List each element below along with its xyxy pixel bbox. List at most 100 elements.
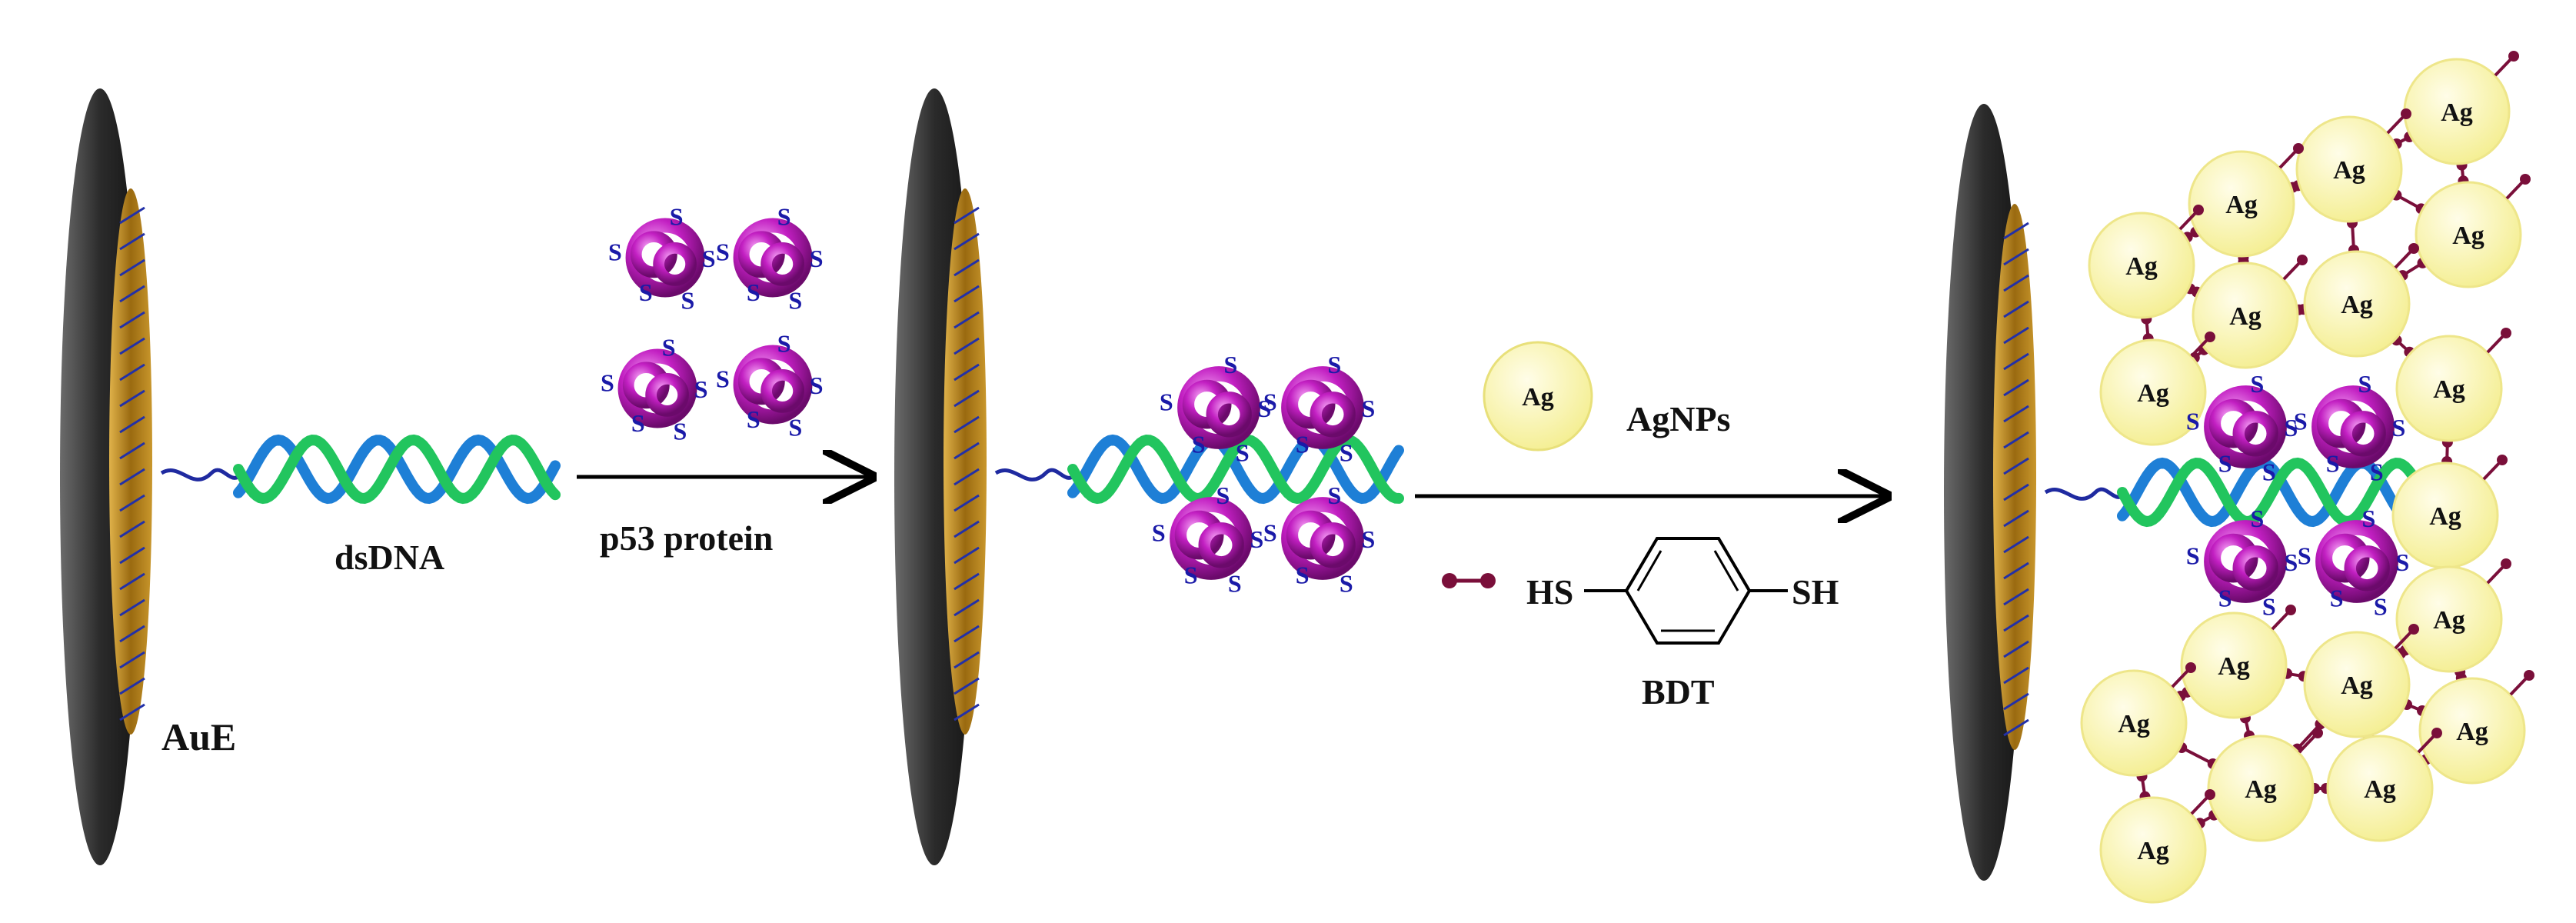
agnp-particle: Ag bbox=[2395, 558, 2511, 673]
thiol-s-label: S bbox=[1362, 395, 1376, 422]
thiol-s-label: S bbox=[2186, 407, 2200, 435]
agnp-ag-label: Ag bbox=[2137, 379, 2169, 408]
bdt-structure: HS SH bbox=[1526, 537, 1839, 645]
thiol-s-label: S bbox=[1340, 569, 1353, 597]
agnp-particle: Ag bbox=[2403, 51, 2519, 165]
thiol-s-label: S bbox=[639, 278, 653, 306]
dsdna-1 bbox=[160, 434, 561, 505]
agnp-particle: Ag bbox=[2180, 605, 2296, 719]
agnp-particle: Ag bbox=[2395, 328, 2511, 442]
thiol-s-label: S bbox=[1340, 438, 1353, 466]
protein-label: p53 protein bbox=[600, 518, 773, 558]
agnp-ag-label: Ag bbox=[2429, 502, 2461, 531]
thiol-s-label: S bbox=[1160, 388, 1173, 415]
thiol-s-label: S bbox=[789, 414, 803, 442]
thiol-s-label: S bbox=[1328, 481, 1342, 509]
thiol-s-label: S bbox=[747, 278, 760, 306]
thiol-s-label: S bbox=[2251, 370, 2265, 398]
dsdna-3 bbox=[2044, 457, 2435, 528]
thiol-s-label: S bbox=[1192, 430, 1206, 458]
agnp-ag-label: Ag bbox=[2218, 652, 2250, 681]
agnp-particle: Ag bbox=[2192, 255, 2308, 369]
thiol-s-label: S bbox=[1263, 518, 1277, 546]
electrode-3 bbox=[1944, 104, 2036, 881]
agnp-ag-label: Ag bbox=[2333, 156, 2365, 185]
thiol-s-label: S bbox=[2326, 449, 2340, 477]
electrode-2 bbox=[894, 88, 987, 865]
thiol-s-label: S bbox=[2294, 407, 2308, 435]
agnp-particle: Ag bbox=[2303, 624, 2419, 738]
agnp-ag-label: Ag bbox=[2125, 252, 2158, 281]
thiol-s-label: S bbox=[1250, 525, 1264, 553]
thiol-s-label: S bbox=[1184, 561, 1198, 588]
thiol-s-label: S bbox=[810, 372, 824, 399]
dsdna-label: dsDNA bbox=[334, 538, 444, 577]
thiol-s-label: S bbox=[2218, 449, 2232, 477]
agnp-ag-label: Ag bbox=[2433, 375, 2465, 404]
agnp-particle: Ag bbox=[2326, 728, 2442, 842]
thiol-s-label: S bbox=[1263, 388, 1277, 415]
thiol-s-label: S bbox=[694, 375, 708, 403]
thiol-s-label: S bbox=[702, 245, 716, 272]
agnp-particle: Ag bbox=[2303, 243, 2419, 358]
agnp-ag-label: Ag bbox=[2364, 775, 2396, 804]
thiol-s-label: S bbox=[1152, 518, 1166, 546]
agnp-ag-label: Ag bbox=[2118, 710, 2150, 738]
thiol-s-label: S bbox=[662, 334, 676, 362]
electrode-label: AuE bbox=[161, 715, 236, 758]
electrode-1 bbox=[60, 88, 152, 865]
thiol-s-label: S bbox=[1224, 351, 1238, 378]
thiol-s-label: S bbox=[716, 238, 730, 266]
thiol-s-label: S bbox=[777, 203, 791, 231]
agnp-particle: Ag bbox=[2099, 789, 2215, 904]
thiol-s-label: S bbox=[1296, 561, 1310, 588]
bdt-legend bbox=[1442, 573, 1496, 588]
thiol-s-label: S bbox=[2362, 505, 2376, 532]
thiol-s-label: S bbox=[716, 365, 730, 393]
thiol-s-label: S bbox=[2262, 592, 2276, 620]
agnps-label: AgNPs bbox=[1626, 399, 1730, 438]
thiol-s-label: S bbox=[2374, 592, 2388, 620]
thiol-s-label: S bbox=[2298, 541, 2311, 569]
agnp-ag-label: Ag bbox=[2341, 291, 2373, 319]
thiol-s-label: S bbox=[1296, 430, 1310, 458]
thiol-s-label: S bbox=[747, 405, 760, 433]
thiol-s-label: S bbox=[1258, 395, 1272, 422]
thiol-s-label: S bbox=[631, 409, 645, 437]
agnp-particle: Ag bbox=[2418, 670, 2534, 785]
agnp-particle: Ag bbox=[2207, 728, 2323, 842]
agnp-particle: Ag bbox=[2391, 455, 2508, 569]
surface-probes bbox=[119, 206, 145, 721]
agnp-particle: Ag bbox=[2415, 174, 2531, 288]
agnp-particle: Ag bbox=[2088, 205, 2204, 319]
thiol-s-label: S bbox=[1362, 525, 1376, 553]
thiol-s-label: S bbox=[1236, 438, 1250, 466]
thiol-s-label: S bbox=[2262, 458, 2276, 485]
thiol-s-label: S bbox=[2370, 458, 2384, 485]
thiol-s-label: S bbox=[2358, 370, 2372, 398]
agnp-ag-label: Ag bbox=[2452, 222, 2484, 250]
agnp-ag-label: Ag bbox=[2245, 775, 2277, 804]
bdt-label: BDT bbox=[1642, 672, 1715, 711]
agnp-ag-label: Ag bbox=[2225, 191, 2258, 219]
thiol-s-label: S bbox=[601, 369, 614, 397]
agnp-ag-label: Ag bbox=[2433, 606, 2465, 635]
bdt-sh-label: SH bbox=[1792, 572, 1839, 611]
thiol-s-label: S bbox=[789, 287, 803, 315]
thiol-s-label: S bbox=[1228, 569, 1242, 597]
